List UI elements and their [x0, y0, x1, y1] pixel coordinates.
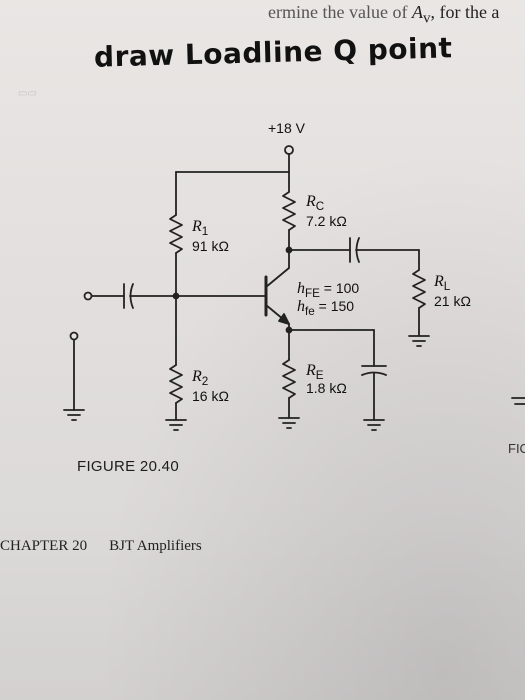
top-text-prefix: ermine the value of [268, 2, 412, 22]
re-value: 1.8 kΩ [306, 380, 347, 396]
rc-value: 7.2 kΩ [306, 213, 347, 229]
ground-terminal [69, 331, 79, 341]
chapter-title: BJT Amplifiers [109, 538, 202, 554]
bleed-through-mark: ▭▭ [18, 88, 37, 99]
transistor-emitter-arrow [278, 313, 290, 325]
rc-name: RC [306, 193, 325, 213]
re-name: RE [306, 362, 324, 382]
input-terminal [83, 291, 93, 301]
transistor-collector-lead [265, 267, 290, 288]
top-text-suffix: , for the a [430, 2, 500, 22]
hfe-ac-label: hfe = 150 [297, 298, 355, 318]
supply-terminal [284, 145, 294, 155]
resistor-r2 [169, 364, 183, 404]
r1-name: R1 [192, 218, 209, 238]
r2-value: 16 kΩ [192, 388, 229, 404]
top-text-variable: A [411, 2, 423, 22]
resistor-rl [412, 269, 426, 309]
chapter-footer: CHAPTER 20 BJT Amplifiers [0, 538, 202, 555]
rl-value: 21 kΩ [434, 293, 471, 309]
top-text-subscript: v [422, 10, 431, 27]
rl-name: RL [434, 273, 451, 293]
r2-name: R2 [192, 368, 209, 388]
figure-caption: FIGURE 20.40 [77, 458, 179, 475]
chapter-number: CHAPTER 20 [0, 538, 88, 554]
cut-off-figure-label: FIC [508, 441, 525, 456]
supply-label: +18 V [268, 120, 305, 136]
r1-value: 91 kΩ [192, 238, 229, 254]
top-text-line: ermine the value of Av, for the a [268, 2, 525, 28]
hfe-dc-label: hFE = 100 [297, 280, 360, 300]
resistor-rc [282, 191, 296, 231]
resistor-r1 [169, 214, 183, 254]
resistor-re [282, 359, 296, 399]
